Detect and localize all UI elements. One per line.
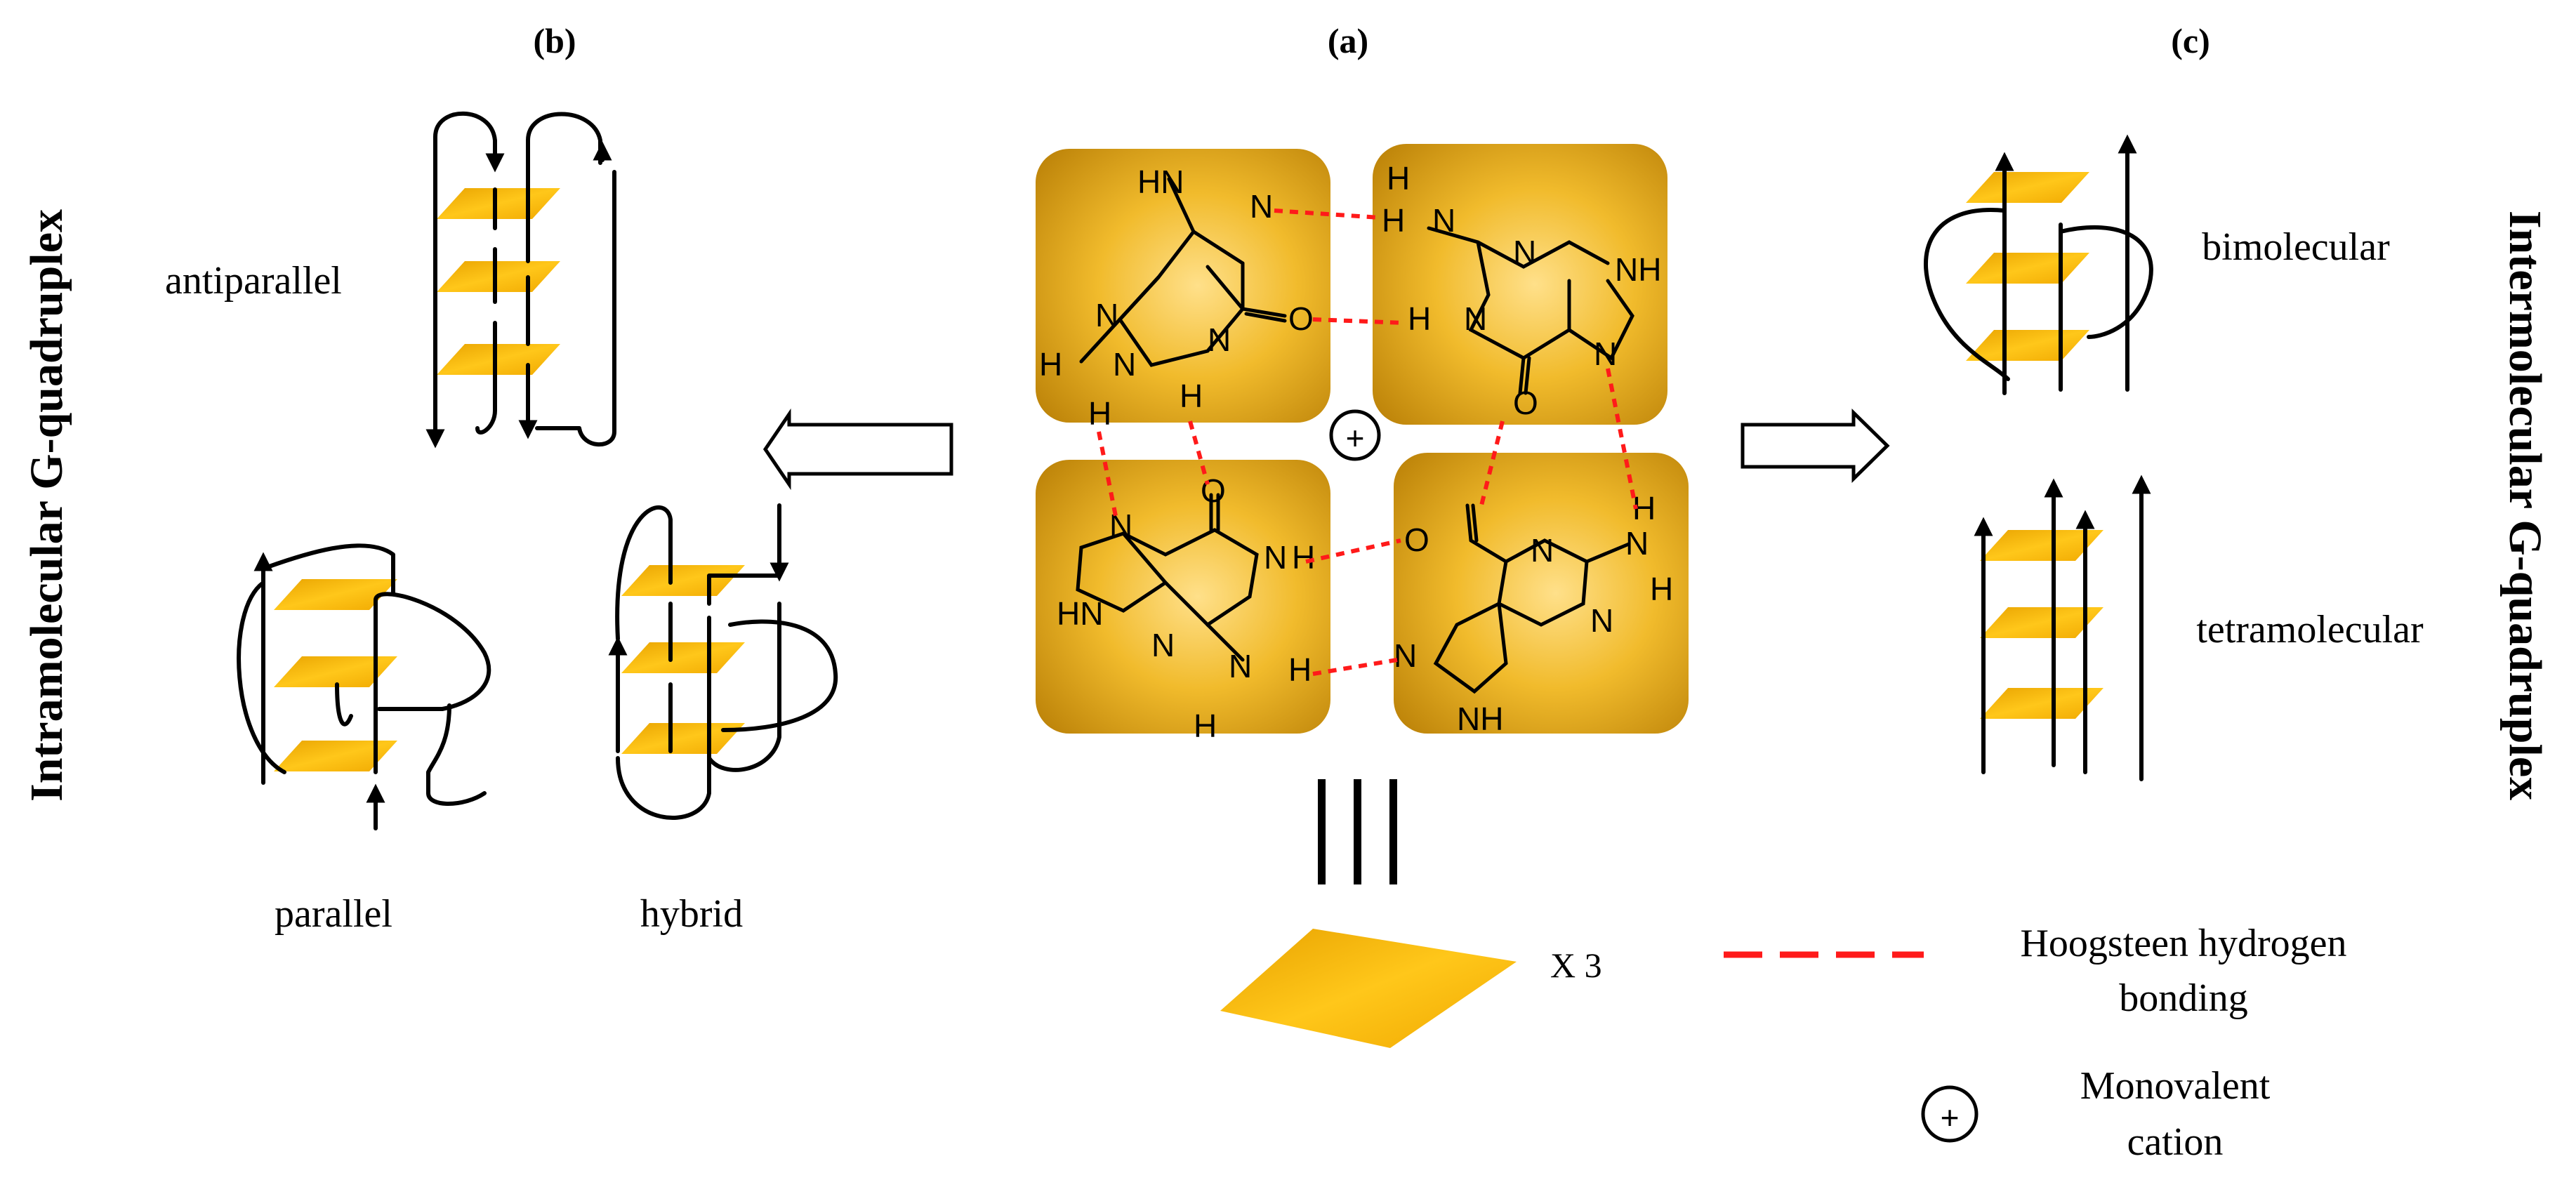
- panel-label-a: (a): [1328, 21, 1368, 60]
- guanine-bottom-right: O N N N H H N NH: [1394, 490, 1673, 737]
- guanine-top-left: HN N N N O H N H H: [1039, 164, 1314, 432]
- legend-cation-icon: [1921, 1085, 1979, 1143]
- atom-n: N: [1394, 637, 1417, 674]
- atom-n: N: [1464, 300, 1487, 337]
- atom-h: H: [1650, 571, 1673, 607]
- label-hybrid: hybrid: [640, 892, 743, 936]
- atom-nh: NH: [1457, 701, 1503, 737]
- atom-o: O: [1404, 522, 1429, 558]
- atom-n: N: [1625, 525, 1649, 562]
- atom-hn: HN: [1137, 164, 1184, 200]
- guanine-square-bottom-left: [1036, 460, 1330, 734]
- tetramolecular-structure: tetramolecular: [1974, 475, 2424, 781]
- antiparallel-structure: antiparallel: [165, 111, 616, 449]
- legend-plus-icon: +: [1941, 1099, 1960, 1136]
- legend-hoogsteen-line1: Hoogsteen hydrogen: [2020, 922, 2346, 965]
- legend-cation-line2: cation: [2127, 1120, 2224, 1164]
- atom-o: O: [1201, 472, 1226, 509]
- panel-label-b: (b): [533, 21, 576, 60]
- atom-h: H: [1292, 539, 1315, 576]
- atom-h: H: [1180, 378, 1203, 414]
- atom-h: H: [1194, 708, 1217, 744]
- cation-plus-icon: +: [1346, 420, 1365, 456]
- atom-h: H: [1288, 651, 1312, 688]
- legend-cation-line1: Monovalent: [2080, 1064, 2271, 1108]
- arrow-left: [762, 408, 953, 491]
- equivalence-bars: [1318, 779, 1397, 884]
- atom-n: N: [1151, 627, 1175, 663]
- atom-n: N: [1594, 336, 1617, 372]
- atom-nh: NH: [1615, 251, 1661, 288]
- parallel-structure: parallel: [237, 543, 491, 936]
- legend-hoogsteen-line2: bonding: [2119, 976, 2248, 1020]
- atom-n: N: [1432, 202, 1455, 239]
- atom-h: H: [1088, 395, 1111, 432]
- label-parallel: parallel: [275, 892, 392, 936]
- side-title-intramolecular: Intramolecular G-quadruplex: [21, 209, 72, 802]
- atom-n: N: [1095, 297, 1118, 333]
- panel-label-c: (c): [2171, 21, 2210, 60]
- hybrid-structure: hybrid: [608, 503, 838, 936]
- tetrad-plate-symbol: [1220, 929, 1517, 1048]
- tetrad-multiplier: X 3: [1550, 946, 1602, 985]
- guanine-square-top-left: [1036, 149, 1330, 423]
- atom-o: O: [1513, 385, 1538, 421]
- monovalent-cation-symbol: [1329, 409, 1381, 461]
- g-tetrad: HN N N N O H N H H H H N N NH H N N O: [1036, 144, 1689, 744]
- guanine-bottom-left: N O N H HN N N H H: [1057, 472, 1315, 744]
- label-tetramolecular: tetramolecular: [2196, 608, 2424, 651]
- atom-n: N: [1250, 188, 1273, 225]
- atom-hn: HN: [1057, 595, 1103, 632]
- atom-h: H: [1408, 300, 1431, 337]
- arrow-right: [1741, 409, 1890, 483]
- side-title-intermolecular: Intermolecular G-quadruplex: [2499, 211, 2551, 800]
- atom-h: H: [1387, 160, 1410, 197]
- guanine-top-right: H H N N NH H N N O: [1382, 160, 1661, 421]
- atom-n: N: [1590, 602, 1613, 639]
- atom-n: N: [1113, 346, 1136, 383]
- atom-n: N: [1208, 321, 1231, 358]
- atom-n: N: [1531, 532, 1554, 569]
- atom-o: O: [1288, 300, 1314, 337]
- atom-n: N: [1109, 508, 1132, 544]
- label-bimolecular: bimolecular: [2202, 225, 2390, 269]
- label-antiparallel: antiparallel: [165, 259, 342, 303]
- atom-n: N: [1229, 648, 1252, 684]
- atom-n: N: [1513, 234, 1536, 270]
- guanine-square-top-right: [1373, 144, 1667, 425]
- atom-h: H: [1039, 346, 1062, 383]
- hoogsteen-bonds: [1097, 208, 1638, 676]
- atom-n: N: [1264, 539, 1287, 576]
- atom-h: H: [1382, 202, 1405, 239]
- bimolecular-structure: bimolecular: [1924, 134, 2390, 395]
